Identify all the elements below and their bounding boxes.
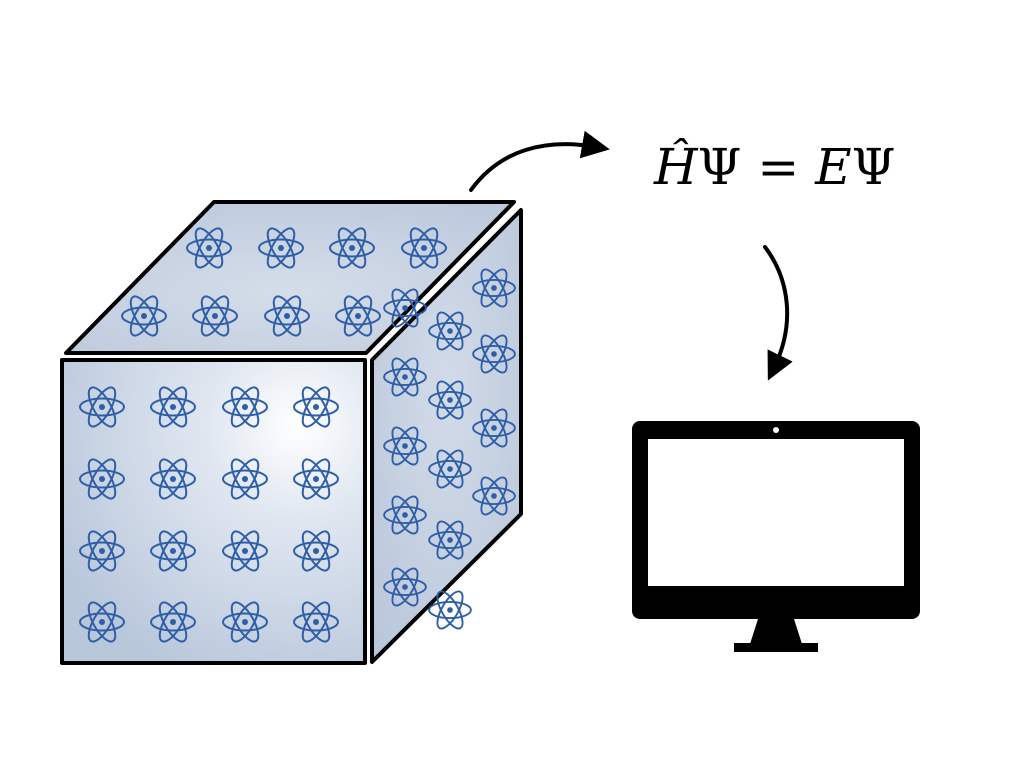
monitor-screen <box>648 439 904 586</box>
computer-monitor-icon <box>632 421 920 652</box>
cube-front-face <box>60 358 367 665</box>
wavefunction-right: Ψ <box>852 138 896 196</box>
equals-sign: = <box>741 138 815 196</box>
hamiltonian-operator: Ĥ <box>653 137 699 196</box>
monitor-stand <box>750 619 802 644</box>
energy-symbol: E <box>814 138 852 196</box>
schrodinger-equation: ĤΨ = EΨ <box>653 137 896 196</box>
wavefunction-left: Ψ <box>698 138 742 196</box>
monitor-base <box>734 643 818 652</box>
curved-arrow-down-icon <box>763 245 793 381</box>
cube-side-face <box>370 208 523 664</box>
curved-arrow-right-icon <box>469 130 610 192</box>
monitor-camera <box>773 427 779 433</box>
